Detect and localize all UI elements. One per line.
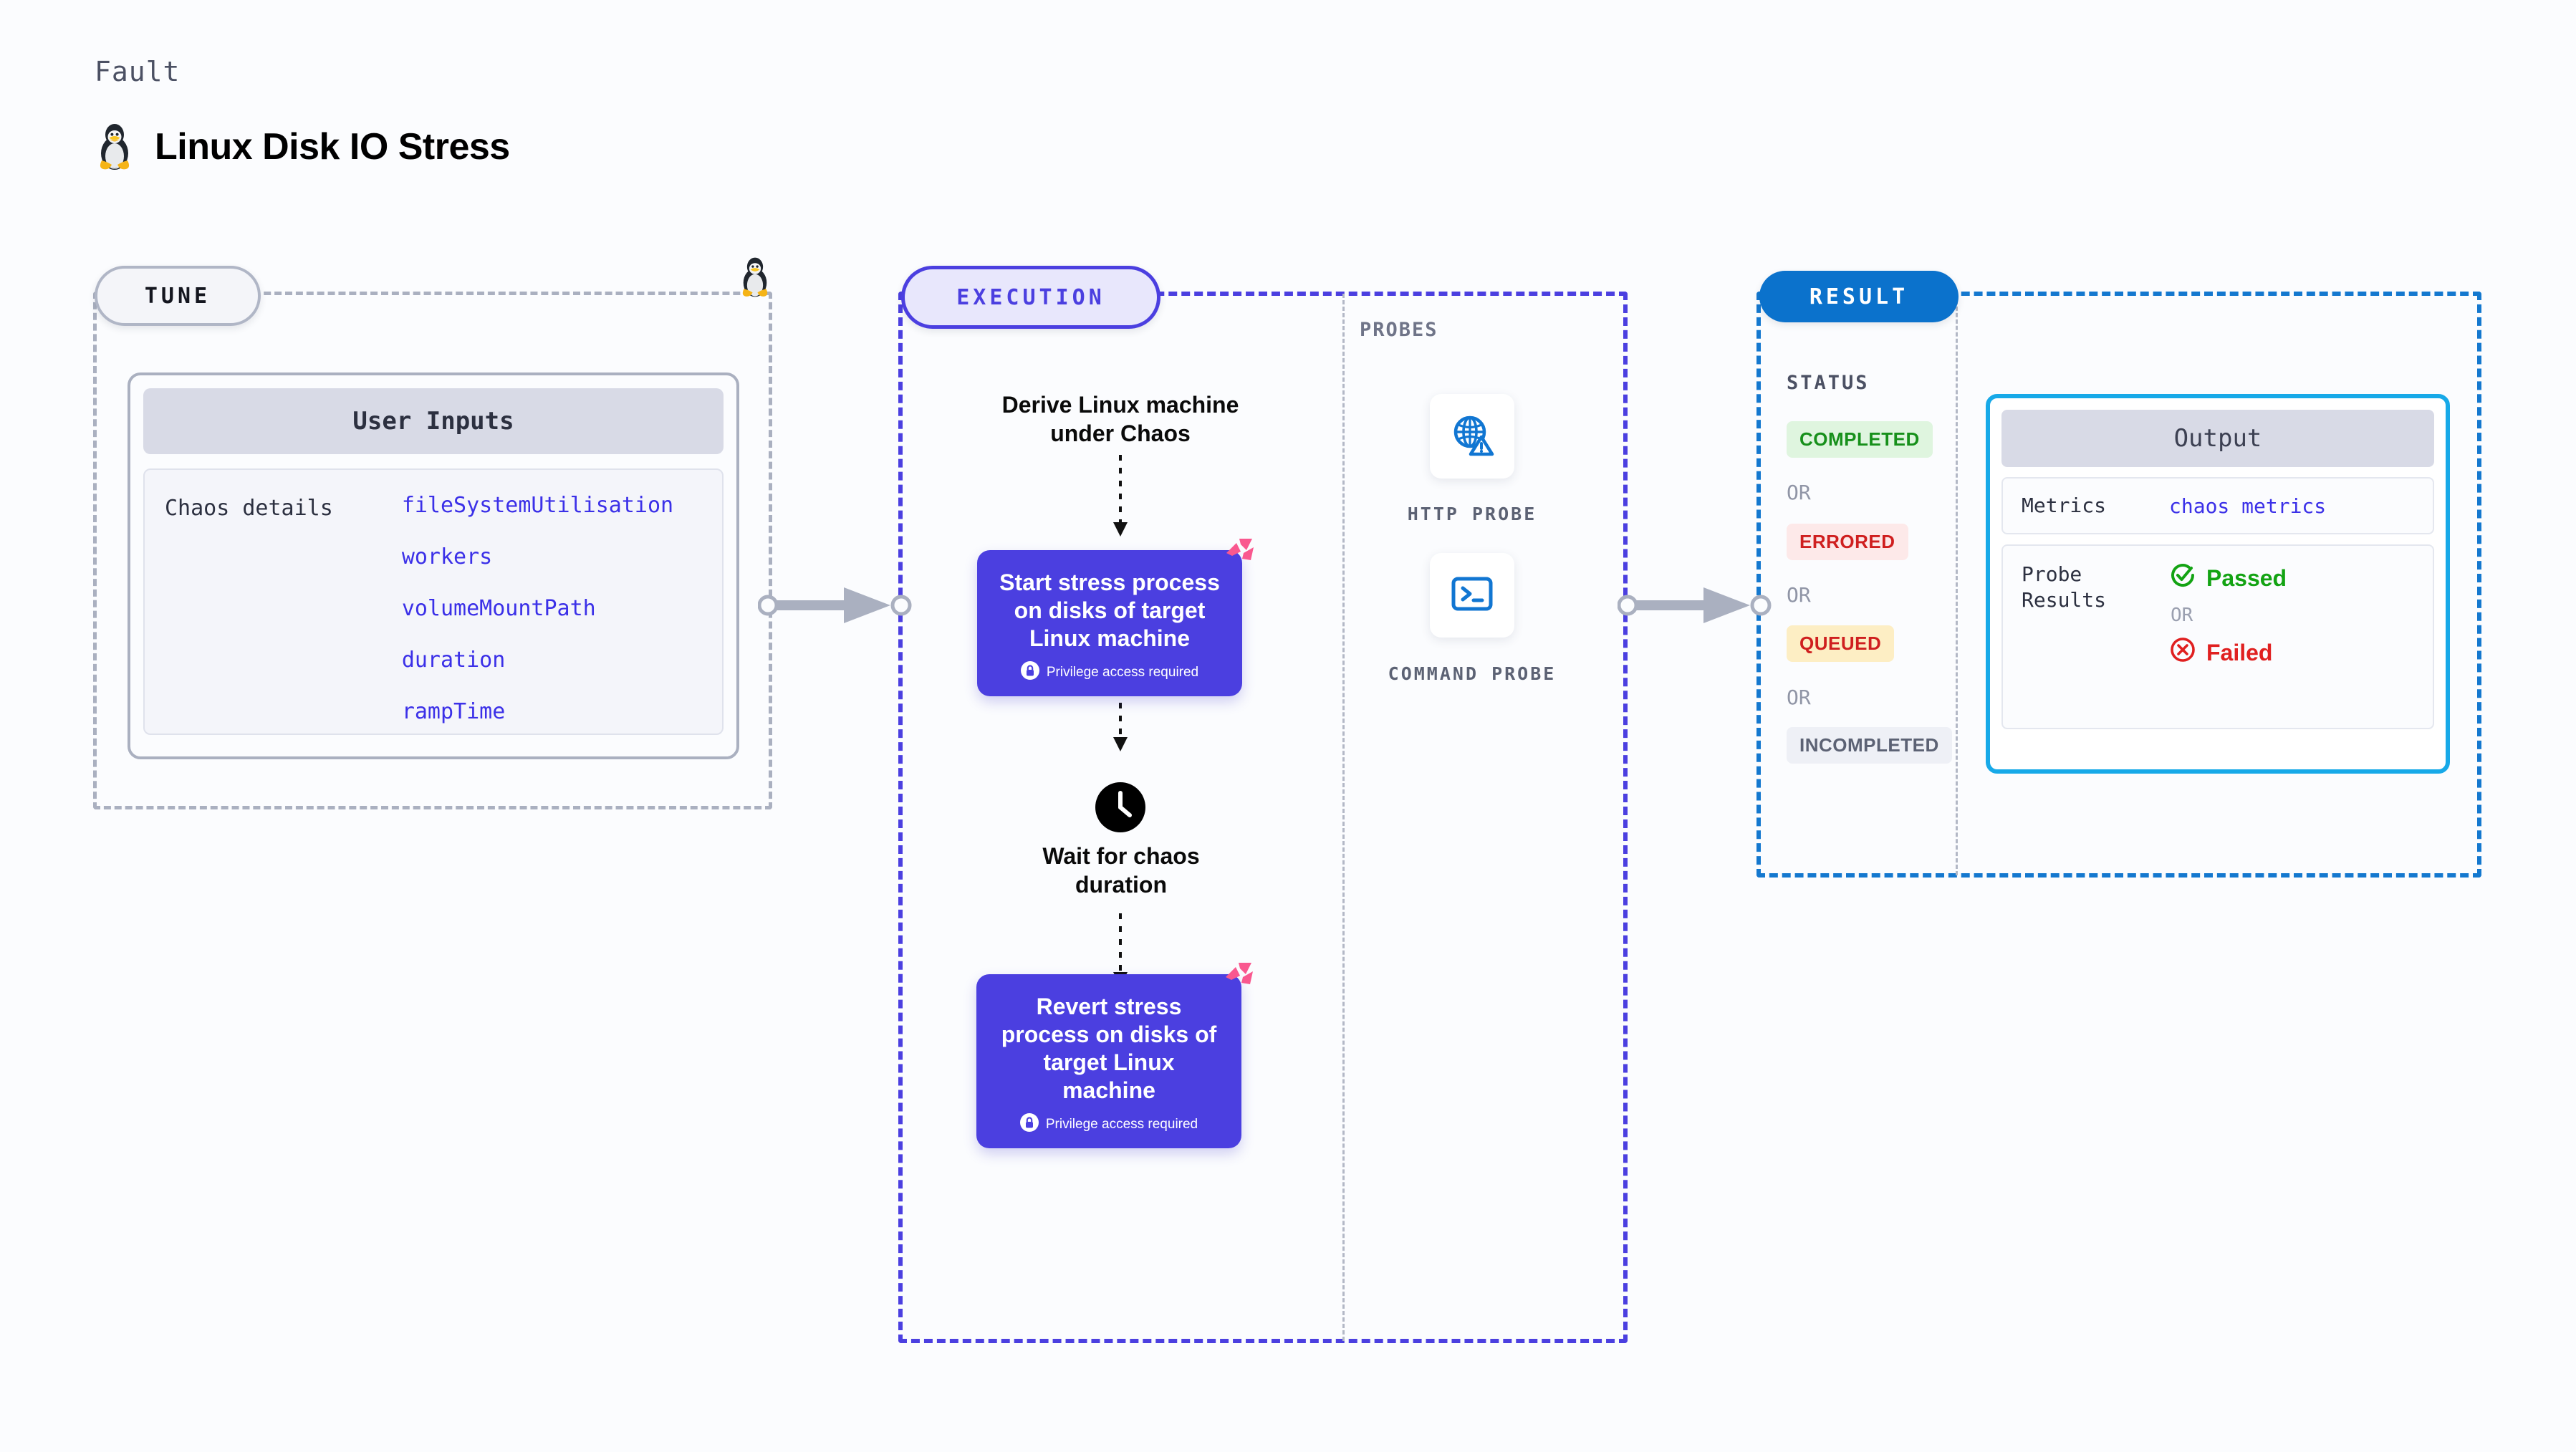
result-divider — [1956, 294, 1958, 875]
user-inputs-card: User Inputs Chaos details fileSystemUtil… — [128, 372, 739, 759]
probe-caption-command: COMMAND PROBE — [1388, 663, 1557, 684]
execution-step-start-stress-card[interactable]: Start stress process on disks of target … — [977, 539, 1254, 697]
param-volumeMountPath[interactable]: volumeMountPath — [401, 596, 596, 621]
privilege-note-start: Privilege access required — [977, 661, 1242, 696]
param-rampTime[interactable]: rampTime — [401, 699, 506, 724]
probes-divider — [1342, 294, 1345, 1341]
execution-pill[interactable]: EXECUTION — [901, 266, 1160, 329]
execution-step-wait-title: Wait for chaos duration — [1042, 843, 1200, 898]
output-metrics-key: Metrics — [2022, 493, 2107, 517]
output-card: Output Metrics chaos metrics Probe Resul… — [1986, 394, 2450, 774]
probes-section-label: PROBES — [1360, 319, 1438, 341]
lock-icon — [1020, 661, 1039, 683]
arrow-start-to-wait — [1113, 677, 1128, 751]
execution-step-revert-stress-label: Revert stress process on disks of target… — [1001, 994, 1217, 1104]
privilege-note-revert-text: Privilege access required — [1045, 1116, 1198, 1132]
probe-caption-http: HTTP PROBE — [1407, 504, 1537, 524]
check-circle-icon — [2169, 562, 2196, 595]
privilege-note-revert: Privilege access required — [976, 1113, 1241, 1148]
tune-section — [93, 292, 772, 809]
result-section — [1756, 292, 2481, 878]
output-metrics-value[interactable]: chaos metrics — [2169, 494, 2327, 518]
status-or-3: OR — [1787, 686, 1811, 709]
status-or-2: OR — [1787, 583, 1811, 607]
status-or-1: OR — [1787, 481, 1811, 504]
page-title-row: Linux Disk IO Stress — [95, 123, 510, 170]
lock-icon — [1019, 1113, 1039, 1135]
arrow-derive-to-start — [1113, 455, 1128, 537]
execution-step-revert-stress-card[interactable]: Revert stress process on disks of target… — [976, 963, 1253, 1149]
chaos-badge-icon — [1221, 958, 1256, 996]
privilege-note-start-text: Privilege access required — [1046, 664, 1199, 680]
x-circle-icon — [2169, 636, 2196, 669]
probe-verdict-or: OR — [2171, 605, 2193, 626]
probe-tile-command[interactable] — [1430, 553, 1514, 638]
connector-execution-to-result — [1618, 587, 1772, 623]
page-title: Linux Disk IO Stress — [155, 126, 510, 168]
probe-tile-http[interactable] — [1430, 394, 1514, 479]
param-duration[interactable]: duration — [401, 648, 506, 673]
status-badge-queued: QUEUED — [1787, 625, 1895, 662]
execution-step-derive-title: Derive Linux machine under Chaos — [1001, 392, 1239, 446]
status-badge-errored: ERRORED — [1787, 524, 1908, 560]
terminal-icon — [1450, 574, 1494, 617]
result-pill[interactable]: RESULT — [1759, 271, 1959, 322]
probe-verdict-failed-label: Failed — [2206, 639, 2273, 665]
status-badge-completed: COMPLETED — [1787, 421, 1933, 458]
probe-verdict-passed-label: Passed — [2206, 564, 2287, 591]
status-label: STATUS — [1787, 372, 1870, 394]
user-inputs-body: Chaos details fileSystemUtilisation work… — [143, 468, 724, 735]
execution-section — [898, 292, 1628, 1343]
chaos-details-values: fileSystemUtilisation workers volumeMoun… — [402, 493, 673, 734]
user-inputs-title: User Inputs — [143, 388, 724, 454]
tune-linux-penguin-icon — [738, 256, 772, 302]
chaos-details-label: Chaos details — [165, 496, 333, 521]
probe-verdict-failed: Failed — [2169, 636, 2287, 669]
linux-penguin-icon — [95, 123, 135, 170]
param-fileSystemUtilisation[interactable]: fileSystemUtilisation — [401, 493, 674, 518]
globe-warning-icon — [1448, 411, 1496, 462]
execution-step-start-stress-label: Start stress process on disks of target … — [999, 569, 1220, 652]
clock-icon — [1094, 781, 1147, 837]
param-workers[interactable]: workers — [401, 544, 493, 569]
page-kicker: Fault — [95, 56, 181, 87]
output-probe-results-row: Probe Results Passed OR — [2001, 544, 2434, 729]
tune-pill[interactable]: TUNE — [95, 266, 261, 326]
probe-verdicts: Passed OR Failed — [2169, 562, 2287, 669]
output-metrics-row: Metrics chaos metrics — [2001, 477, 2434, 534]
chaos-badge-icon — [1222, 534, 1256, 572]
status-badge-incompleted: INCOMPLETED — [1787, 727, 1952, 764]
output-probe-results-key: Probe Results — [2022, 562, 2107, 612]
output-title: Output — [2001, 410, 2434, 467]
probe-verdict-passed: Passed — [2169, 562, 2287, 595]
connector-tune-to-execution — [758, 587, 912, 623]
